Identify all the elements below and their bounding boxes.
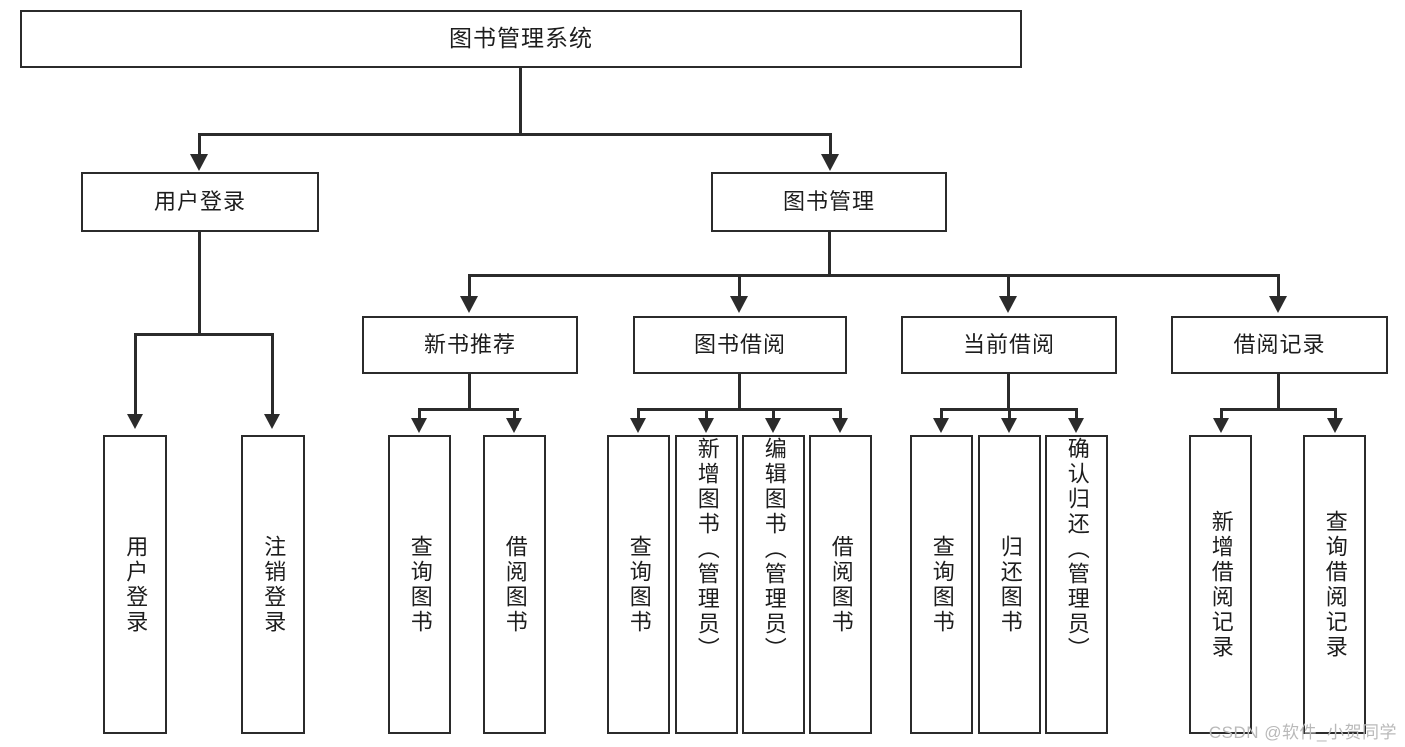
connector-to-new-book-recommend (468, 274, 471, 300)
node-borrow-record[interactable]: 借阅记录 (1171, 316, 1388, 374)
connector-nbr-leaf-1 (513, 408, 516, 422)
connector-to-current-borrow (1007, 274, 1010, 300)
arrowhead-bb-leaf-3 (832, 418, 848, 433)
leaf-bb-add-book-admin[interactable]: 新增图书（管理员） (675, 435, 738, 734)
leaf-user-login-login[interactable]: 用户登录 (103, 435, 167, 734)
arrowhead-to-book-manage (821, 154, 839, 171)
node-label: 确认归还（管理员） (1064, 437, 1090, 662)
connector-nbr-leaf-0 (418, 408, 421, 422)
leaf-cb-return-book[interactable]: 归还图书 (978, 435, 1041, 734)
connector-root-to-user-login (198, 133, 201, 158)
connector-to-book-borrow (738, 274, 741, 300)
connector-borrow-record-bus (1220, 408, 1337, 411)
node-label: 新书推荐 (423, 332, 516, 358)
node-current-borrow[interactable]: 当前借阅 (901, 316, 1117, 374)
leaf-nbr-query-book[interactable]: 查询图书 (388, 435, 451, 734)
node-label: 借阅图书 (502, 534, 528, 635)
arrowhead-bb-leaf-1 (698, 418, 714, 433)
connector-book-borrow-bus (637, 408, 842, 411)
connector-br-leaf-0 (1220, 408, 1223, 422)
node-root-system[interactable]: 图书管理系统 (20, 10, 1022, 68)
leaf-br-query-record[interactable]: 查询借阅记录 (1303, 435, 1366, 734)
connector-new-book-recommend-bus (418, 408, 519, 411)
connector-root-bus (198, 133, 832, 136)
node-label: 借阅记录 (1233, 332, 1326, 358)
arrowhead-bb-leaf-2 (765, 418, 781, 433)
node-book-manage[interactable]: 图书管理 (711, 172, 947, 232)
arrowhead-user-login-leaf-1 (264, 414, 280, 429)
connector-cb-leaf-2 (1075, 408, 1078, 422)
connector-root-to-book-manage (829, 133, 832, 158)
node-book-borrow[interactable]: 图书借阅 (633, 316, 847, 374)
connector-root-stem (519, 68, 522, 135)
leaf-nbr-borrow-book[interactable]: 借阅图书 (483, 435, 546, 734)
connector-user-login-stem (198, 232, 201, 336)
leaf-cb-query-book[interactable]: 查询图书 (910, 435, 973, 734)
leaf-cb-confirm-return-admin[interactable]: 确认归还（管理员） (1045, 435, 1108, 734)
arrowhead-user-login-leaf-0 (127, 414, 143, 429)
arrowhead-nbr-leaf-0 (411, 418, 427, 433)
connector-to-borrow-record (1277, 274, 1280, 300)
connector-user-login-bus (134, 333, 274, 336)
node-label: 用户登录 (153, 189, 246, 215)
connector-book-manage-bus (468, 274, 1280, 277)
node-label: 借阅图书 (828, 534, 854, 635)
node-label: 用户登录 (123, 534, 149, 635)
connector-cb-leaf-0 (940, 408, 943, 422)
node-label: 注销登录 (261, 534, 287, 635)
connector-br-leaf-1 (1334, 408, 1337, 422)
node-label: 图书管理系统 (449, 25, 593, 52)
node-label: 图书管理 (782, 189, 875, 215)
node-label: 新增借阅记录 (1208, 509, 1234, 660)
node-label: 查询借阅记录 (1322, 509, 1348, 660)
node-label: 图书借阅 (693, 332, 786, 358)
connector-borrow-record-stem (1277, 374, 1280, 410)
connector-new-book-recommend-stem (468, 374, 471, 410)
connector-bb-leaf-3 (839, 408, 842, 422)
leaf-bb-borrow-book[interactable]: 借阅图书 (809, 435, 872, 734)
leaf-user-login-logout[interactable]: 注销登录 (241, 435, 305, 734)
node-label: 查询图书 (929, 534, 955, 635)
arrowhead-borrow-record (1269, 296, 1287, 313)
node-label: 查询图书 (407, 534, 433, 635)
node-new-book-recommend[interactable]: 新书推荐 (362, 316, 578, 374)
arrowhead-bb-leaf-0 (630, 418, 646, 433)
node-label: 编辑图书（管理员） (761, 437, 787, 662)
arrowhead-nbr-leaf-1 (506, 418, 522, 433)
connector-bb-leaf-1 (705, 408, 708, 422)
arrowhead-book-borrow (730, 296, 748, 313)
node-label: 归还图书 (997, 534, 1023, 635)
leaf-bb-query-book[interactable]: 查询图书 (607, 435, 670, 734)
connector-bb-leaf-2 (772, 408, 775, 422)
leaf-br-add-record[interactable]: 新增借阅记录 (1189, 435, 1252, 734)
node-label: 查询图书 (626, 534, 652, 635)
arrowhead-new-book-recommend (460, 296, 478, 313)
arrowhead-to-user-login (190, 154, 208, 171)
connector-user-login-to-leaf-0 (134, 333, 137, 417)
arrowhead-cb-leaf-2 (1068, 418, 1084, 433)
arrowhead-cb-leaf-1 (1001, 418, 1017, 433)
connector-book-borrow-stem (738, 374, 741, 410)
node-label: 新增图书（管理员） (694, 437, 720, 662)
node-user-login[interactable]: 用户登录 (81, 172, 319, 232)
node-label: 当前借阅 (962, 332, 1055, 358)
connector-current-borrow-stem (1007, 374, 1010, 410)
leaf-bb-edit-book-admin[interactable]: 编辑图书（管理员） (742, 435, 805, 734)
arrowhead-br-leaf-0 (1213, 418, 1229, 433)
connector-bb-leaf-0 (637, 408, 640, 422)
connector-cb-leaf-1 (1008, 408, 1011, 422)
arrowhead-cb-leaf-0 (933, 418, 949, 433)
connector-user-login-to-leaf-1 (271, 333, 274, 417)
arrowhead-current-borrow (999, 296, 1017, 313)
arrowhead-br-leaf-1 (1327, 418, 1343, 433)
connector-book-manage-stem (828, 232, 831, 277)
